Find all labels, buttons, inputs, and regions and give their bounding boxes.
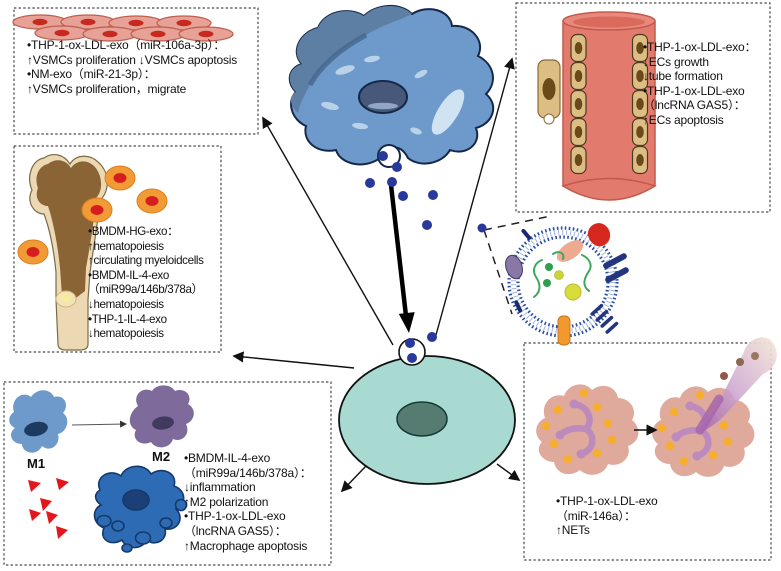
endothelial-text-line: •THP-1-ox-LDL-exo： [643, 40, 757, 54]
neutrophil-text-line: （miR-146a）： [556, 508, 636, 523]
polarization-text-line: ↑Macrophage apoptosis [184, 538, 308, 553]
exosome-surface-proteins [505, 223, 629, 346]
arrow-to-neutrophil-box [496, 463, 521, 481]
endothelial-text-line: ↓tube formation [643, 69, 723, 84]
arrow-to-endothelial-box [435, 57, 515, 336]
vessel-endothelial-cells [570, 33, 649, 175]
exosome-dots [365, 151, 487, 363]
bone-text-line: •BMDM-HG-exo： [88, 225, 179, 238]
polarization-box-text: •BMDM-IL-4-exo （miR99a/146b/378a）： ↓infl… [184, 451, 312, 553]
bone-marrow-box-text: •BMDM-HG-exo： ↑hematopoiesis ↑circulatin… [88, 225, 204, 342]
endothelial-box-text: •THP-1-ox-LDL-exo： ↓ECs growth ↓tube for… [643, 40, 756, 128]
vsmc-text-line: ↑VSMCs proliferation ↓VSMCs apoptosis [27, 52, 238, 67]
recipient-cell [338, 338, 516, 485]
bone-text-line: ↓hematopoiesis [88, 297, 164, 311]
exosome-cargo [533, 240, 592, 301]
single-endothelial-cell [537, 59, 561, 125]
vsmc-text-line: •THP-1-ox-LDL-exo（miR-106a-3p）： [27, 38, 226, 52]
bone-text-line: ↑hematopoiesis [88, 239, 164, 253]
secretion-arrow [388, 184, 415, 333]
bone-text-line: ↓hematopoiesis [88, 327, 164, 341]
secreting-macrophage [288, 5, 495, 168]
polarization-text-line: （lncRNA GAS5）： [184, 523, 287, 538]
arrow-to-bone-marrow-box [232, 351, 355, 369]
neutrophil-text-line: ↑NETs [556, 523, 590, 538]
endothelial-text-line: •THP-1-ox-LDL-exo [643, 83, 745, 98]
arrow-to-vsmc-box [262, 116, 394, 346]
neutrophil-box-text: •THP-1-ox-LDL-exo （miR-146a）： ↑NETs [556, 494, 658, 538]
vsmc-cells [12, 14, 234, 42]
vsmc-text-line: •NM-exo（miR-21-3p）： [27, 67, 156, 82]
vsmc-text-line: ↑VSMCs proliferation，migrate [27, 81, 187, 96]
cell-debris-triangles [28, 478, 69, 539]
vsmc-box-text: •THP-1-ox-LDL-exo（miR-106a-3p）： ↑VSMCs p… [27, 38, 237, 96]
polarization-text-line: （miR99a/146b/378a）： [184, 465, 312, 480]
endothelial-text-line: （lncRNA GAS5）： [643, 98, 746, 113]
polarization-text-line: •THP-1-ox-LDL-exo [184, 509, 286, 524]
apoptotic-macrophage [93, 465, 188, 553]
m2-label: M2 [152, 449, 171, 464]
endothelial-text-line: ↑ECs apoptosis [643, 112, 724, 127]
bone-text-line: •THP-1-IL-4-exo [88, 312, 167, 326]
exosome-zoom-cone [483, 215, 552, 315]
m1-to-m2-arrow [71, 420, 128, 428]
polarization-text-line: ↑M2 polarization [184, 494, 269, 509]
bone-text-line: （miR99a/146b/378a） [88, 283, 203, 297]
bone-text-line: •BMDM-IL-4-exo [88, 268, 169, 282]
blood-vessel [561, 11, 657, 201]
bone-text-line: ↑circulating myeloidcells [88, 254, 204, 268]
m1-label: M1 [27, 456, 46, 471]
neutrophil-text-line: •THP-1-ox-LDL-exo [556, 494, 658, 508]
polarization-text-line: ↓inflammation [184, 480, 256, 495]
m2-macrophage [129, 385, 194, 448]
connector-arrows [232, 57, 521, 493]
endothelial-text-line: ↓ECs growth [643, 54, 709, 69]
net-spray [695, 337, 777, 435]
neutrophil-resting [536, 384, 639, 475]
neutrophil-granules [541, 388, 617, 464]
arrow-to-polarization-box [340, 465, 367, 493]
m1-macrophage [9, 390, 68, 453]
polarization-text-line: •BMDM-IL-4-exo [184, 451, 271, 465]
monocyte-cells [17, 165, 168, 265]
exosome-structure-zoom [505, 223, 629, 346]
